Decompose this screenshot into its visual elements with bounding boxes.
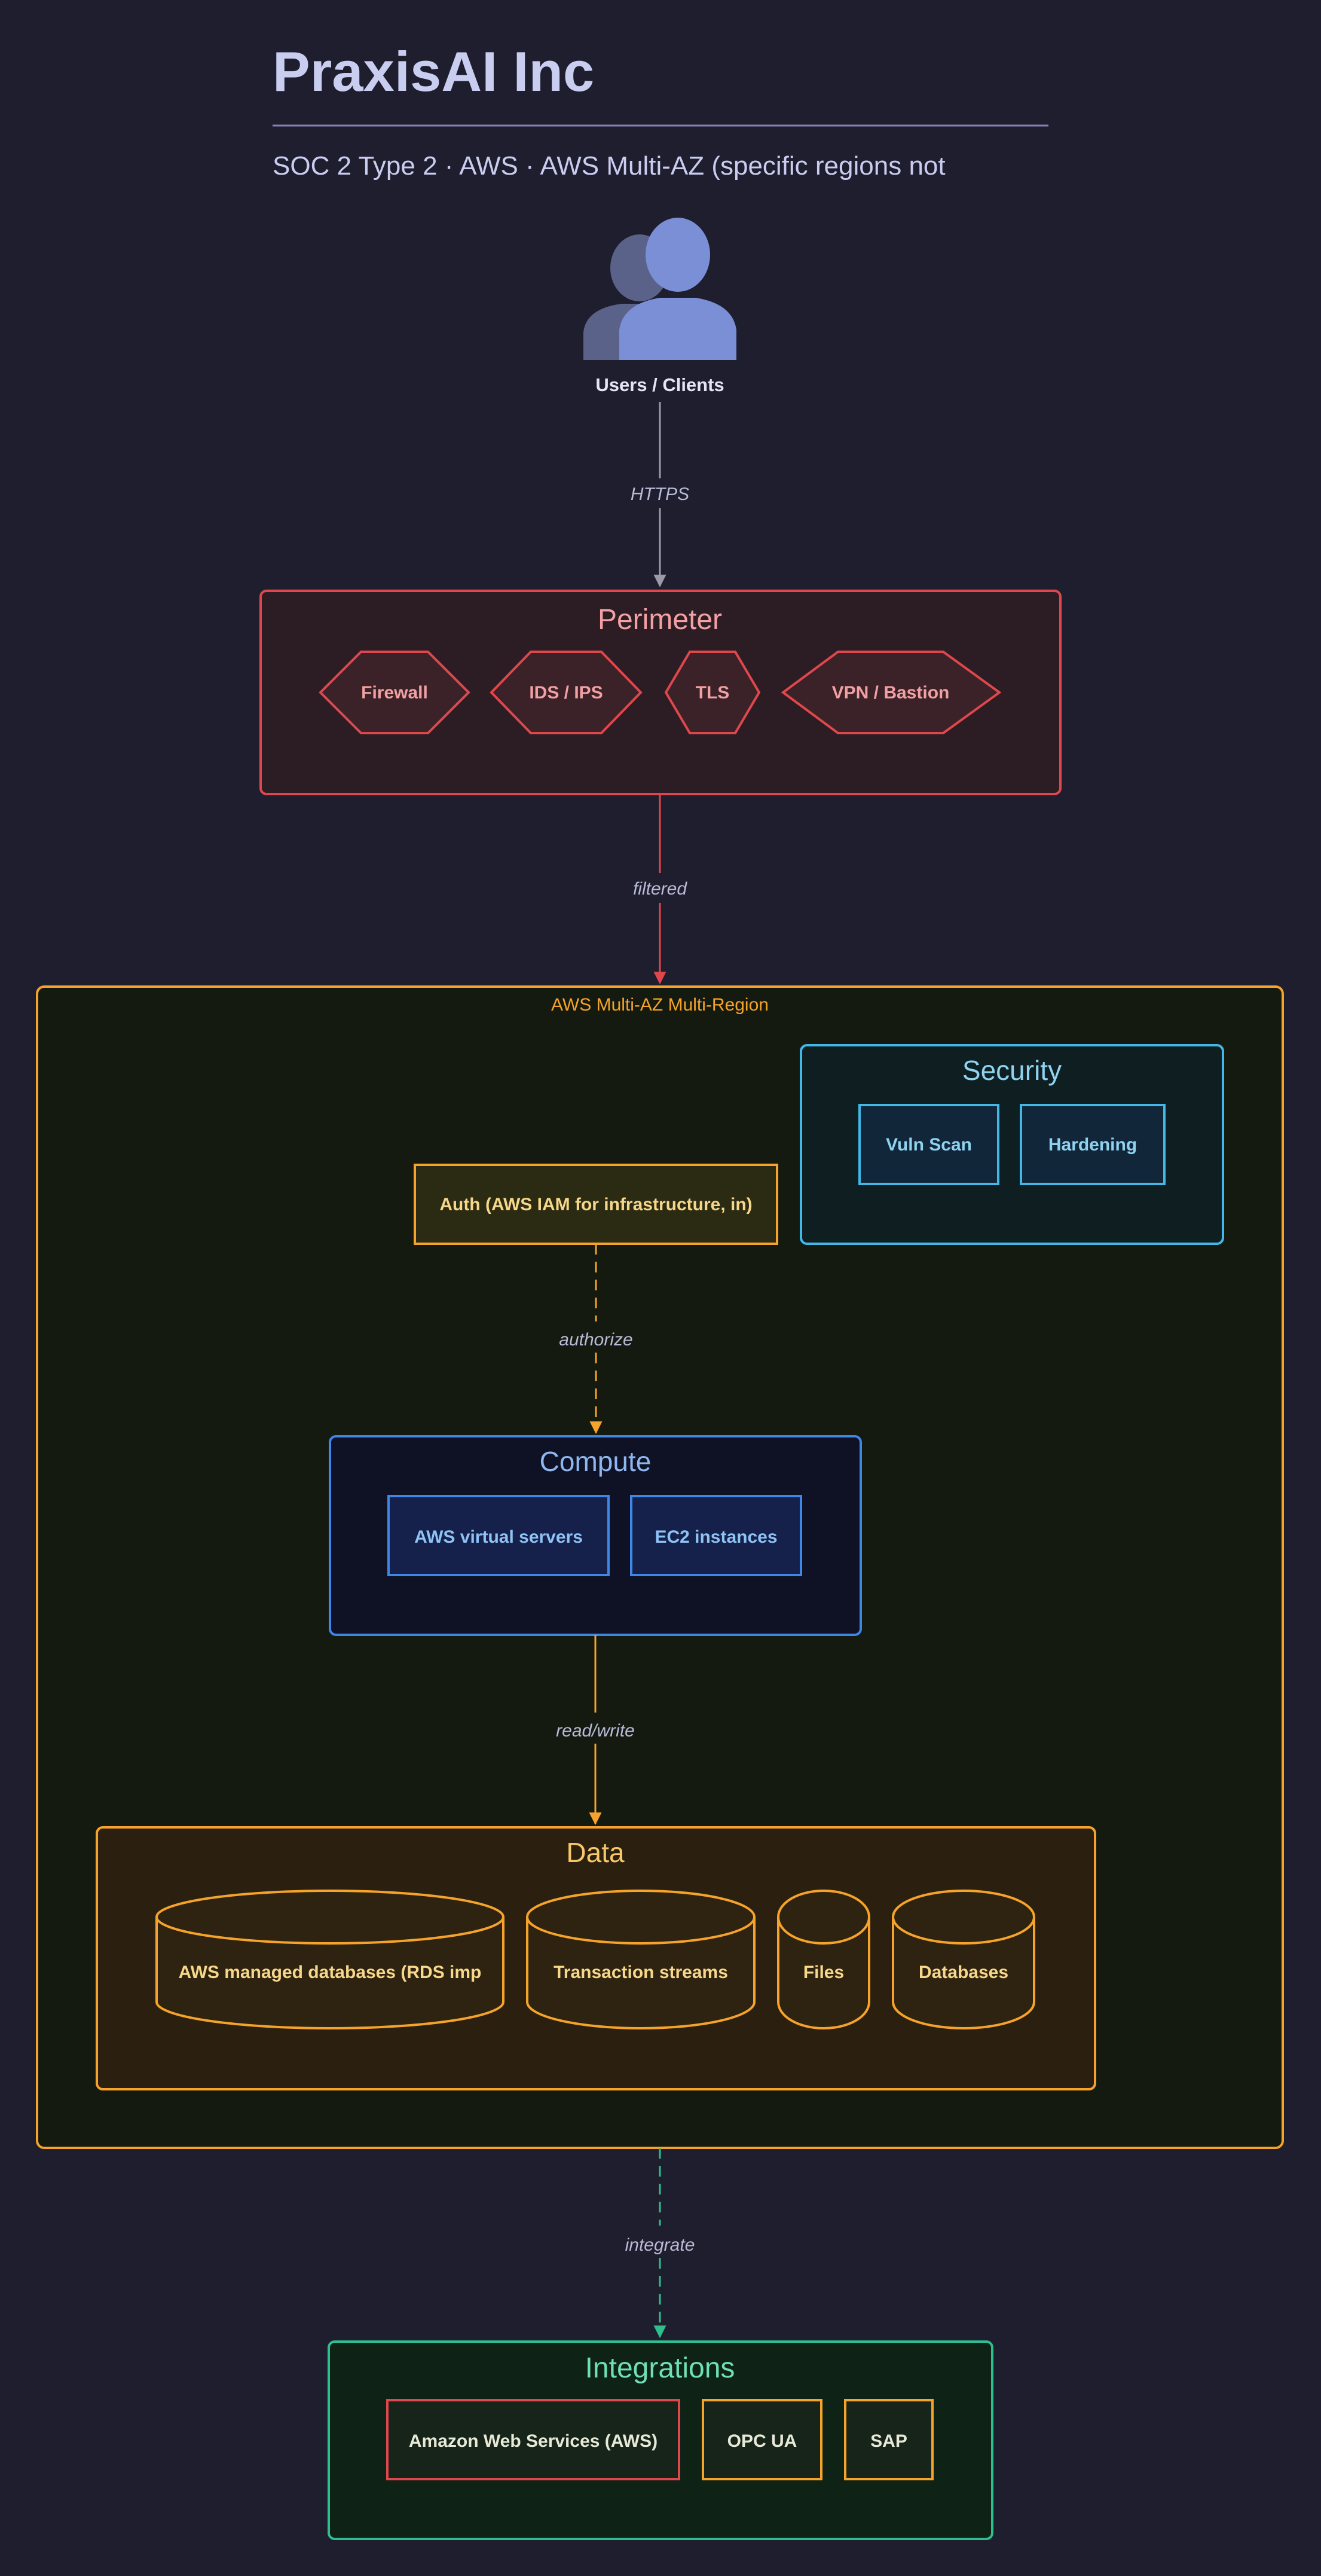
svg-text:OPC UA: OPC UA [727,2431,797,2451]
edge-label-read-write: read/write [556,1721,635,1741]
edge-label-https: HTTPS [631,484,689,504]
svg-text:EC2 instances: EC2 instances [655,1527,777,1547]
security-zone [800,1044,1224,1245]
page-title: PraxisAI Inc [273,40,594,103]
data-item-databases: Databases [892,1890,1035,2029]
auth-node: Auth (AWS IAM for infrastructure, in) [414,1164,778,1245]
perimeter-item-firewall: Firewall [319,651,470,734]
integration-item-sap: SAP [844,2399,934,2480]
svg-text:AWS managed databases (RDS imp: AWS managed databases (RDS imp [179,1962,482,1982]
users-group-icon [583,218,736,360]
svg-text:IDS / IPS: IDS / IPS [529,683,603,703]
data-item-transaction-streams: Transaction streams [526,1890,756,2029]
svg-text:Firewall: Firewall [361,683,428,703]
svg-text:SAP: SAP [870,2431,907,2451]
svg-text:TLS: TLS [696,683,730,703]
users-label: Users / Clients [595,374,724,395]
security-title: Security [962,1055,1062,1086]
perimeter-item-tls: TLS [664,651,761,734]
svg-text:AWS virtual servers: AWS virtual servers [414,1527,583,1547]
svg-text:Amazon Web Services (AWS): Amazon Web Services (AWS) [409,2431,658,2451]
security-item-vuln-scan: Vuln Scan [858,1104,999,1185]
integrations-title: Integrations [585,2352,735,2384]
edge-label-authorize: authorize [559,1330,632,1350]
svg-text:Databases: Databases [919,1962,1008,1982]
page-subtitle: SOC 2 Type 2 · AWS · AWS Multi-AZ (speci… [273,151,946,181]
svg-text:Hardening: Hardening [1048,1135,1137,1155]
edge-label-integrate: integrate [625,2235,695,2255]
edge-label-filtered: filtered [633,879,687,899]
data-title: Data [566,1837,625,1868]
data-item-files: Files [777,1890,870,2029]
security-item-hardening: Hardening [1020,1104,1166,1185]
perimeter-item-ids-ips: IDS / IPS [490,651,643,734]
compute-item-ec2-instances: EC2 instances [630,1495,802,1576]
integration-item-aws: Amazon Web Services (AWS) [386,2399,680,2480]
cloud-label: AWS Multi-AZ Multi-Region [551,995,769,1015]
svg-text:Transaction streams: Transaction streams [554,1962,728,1982]
perimeter-item-vpn-bastion: VPN / Bastion [781,651,1002,734]
integration-item-opc-ua: OPC UA [702,2399,822,2480]
svg-text:VPN / Bastion: VPN / Bastion [832,683,950,703]
svg-text:Auth (AWS IAM for infrastructu: Auth (AWS IAM for infrastructure, in) [439,1195,752,1214]
compute-item-aws-virtual-servers: AWS virtual servers [387,1495,610,1576]
svg-text:Vuln Scan: Vuln Scan [886,1135,972,1155]
svg-text:Files: Files [803,1962,844,1982]
compute-title: Compute [540,1446,652,1477]
perimeter-title: Perimeter [598,604,722,636]
data-item-aws-managed-databases: AWS managed databases (RDS imp [155,1890,504,2029]
